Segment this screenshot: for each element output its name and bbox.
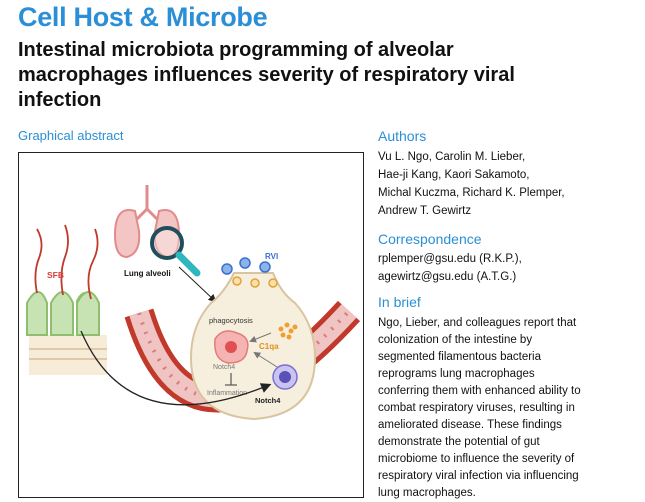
gut-lung-arrow bbox=[80, 330, 272, 406]
inflammation-label: Inflammation bbox=[207, 390, 247, 397]
notch4-left-label: Notch4 bbox=[213, 364, 235, 371]
in-brief-text: Ngo, Lieber, and colleagues report that … bbox=[378, 315, 618, 502]
brief-line: demonstrate the potential of gut bbox=[378, 436, 540, 448]
magnifier-icon bbox=[150, 226, 201, 277]
brief-line: combat respiratory viruses, resulting in bbox=[378, 402, 575, 414]
authors-heading: Authors bbox=[378, 128, 427, 144]
brief-line: segmented filamentous bacteria bbox=[378, 351, 542, 363]
title-line: infection bbox=[18, 89, 102, 111]
virus-particles bbox=[221, 257, 278, 288]
brief-line: ameliorated disease. These findings bbox=[378, 419, 562, 431]
notch4-right-label: Notch4 bbox=[255, 396, 281, 405]
rvi-label: RVI bbox=[265, 252, 278, 261]
brief-line: lung macrophages. bbox=[378, 487, 476, 499]
graphical-abstract-svg: SFB Lung alveoli bbox=[26, 185, 361, 421]
brief-line: colonization of the intestine by bbox=[378, 334, 533, 346]
in-brief-heading: In brief bbox=[378, 294, 421, 310]
correspondence-list: rplemper@gsu.edu (R.K.P.), agewirtz@gsu.… bbox=[378, 250, 628, 286]
intestine-villi bbox=[26, 291, 107, 375]
sfb-filaments bbox=[34, 224, 99, 300]
journal-name: Cell Host & Microbe bbox=[18, 2, 268, 32]
graphical-abstract-heading: Graphical abstract bbox=[18, 128, 124, 143]
brief-line: microbiome to influence the severity of bbox=[378, 453, 575, 465]
c1qa-label: C1qa bbox=[259, 342, 279, 351]
brief-line: respiratory viral infection via influenc… bbox=[378, 470, 579, 482]
c1qa-cluster bbox=[278, 322, 298, 340]
brief-line: reprograms lung macrophages bbox=[378, 368, 535, 380]
lungs-illustration bbox=[113, 185, 181, 259]
author-line: Hae-ji Kang, Kaori Sakamoto, bbox=[378, 169, 530, 181]
correspondence-heading: Correspondence bbox=[378, 231, 482, 247]
alveolus bbox=[189, 272, 317, 421]
brief-line: Ngo, Lieber, and colleagues report that bbox=[378, 317, 577, 329]
graphical-abstract-figure: SFB Lung alveoli bbox=[18, 152, 364, 498]
notch4-cell bbox=[272, 364, 298, 390]
email-line[interactable]: agewirtz@gsu.edu (A.T.G.) bbox=[378, 271, 517, 283]
sfb-label: SFB bbox=[47, 270, 64, 280]
brief-line: conferring them with enhanced ability to bbox=[378, 385, 581, 397]
author-line: Vu L. Ngo, Carolin M. Lieber, bbox=[378, 151, 526, 163]
lung-alveoli-label: Lung alveoli bbox=[124, 269, 171, 278]
authors-list: Vu L. Ngo, Carolin M. Lieber, Hae-ji Kan… bbox=[378, 148, 628, 220]
author-line: Michal Kuczma, Richard K. Plemper, bbox=[378, 187, 565, 199]
macrophage-cell bbox=[214, 330, 249, 364]
author-line: Andrew T. Gewirtz bbox=[378, 205, 472, 217]
title-line: macrophages influences severity of respi… bbox=[18, 64, 515, 86]
phagocytosis-label: phagocytosis bbox=[209, 316, 253, 325]
title-line: Intestinal microbiota programming of alv… bbox=[18, 39, 454, 61]
email-line[interactable]: rplemper@gsu.edu (R.K.P.), bbox=[378, 253, 522, 265]
article-title: Intestinal microbiota programming of alv… bbox=[18, 38, 628, 113]
